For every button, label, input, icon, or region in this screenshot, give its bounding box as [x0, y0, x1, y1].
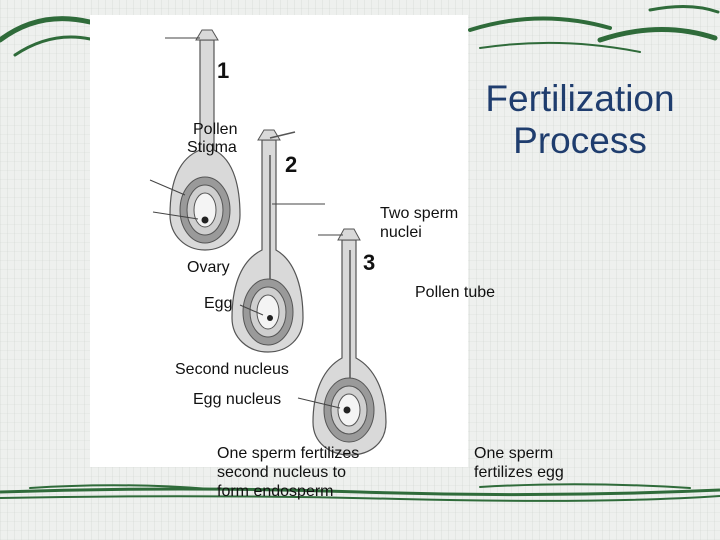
- stage-number-1: 1: [217, 58, 230, 83]
- pistil-stage-3: [297, 228, 387, 456]
- label-second-nucleus: Second nucleus: [175, 361, 289, 378]
- slide-title: Fertilization Process: [485, 78, 675, 161]
- label-pollen: Pollen: [193, 121, 238, 138]
- pistil-stage-1: [149, 29, 241, 251]
- label-two-sperm-nuclei: Two sperm nuclei: [380, 205, 459, 241]
- label-egg-nucleus: Egg nucleus: [193, 391, 282, 408]
- stage-number-2: 2: [285, 152, 298, 177]
- label-pollen-tube: Pollen tube: [415, 284, 496, 301]
- top-decorative-band: [0, 4, 720, 57]
- stage-number-3: 3: [363, 250, 376, 275]
- label-egg: Egg: [204, 295, 233, 312]
- bottom-decorative-band: [0, 483, 720, 502]
- pistil-stage-2: [231, 129, 325, 353]
- label-sperm-fertilizes-egg: One sperm fertilizes egg: [474, 445, 564, 481]
- figure-panel: [90, 15, 468, 467]
- label-ovary: Ovary: [187, 259, 230, 276]
- label-sperm-fertilizes-second-nucleus: One sperm fertilizes second nucleus to f…: [217, 445, 360, 500]
- label-stigma: Stigma: [187, 139, 237, 156]
